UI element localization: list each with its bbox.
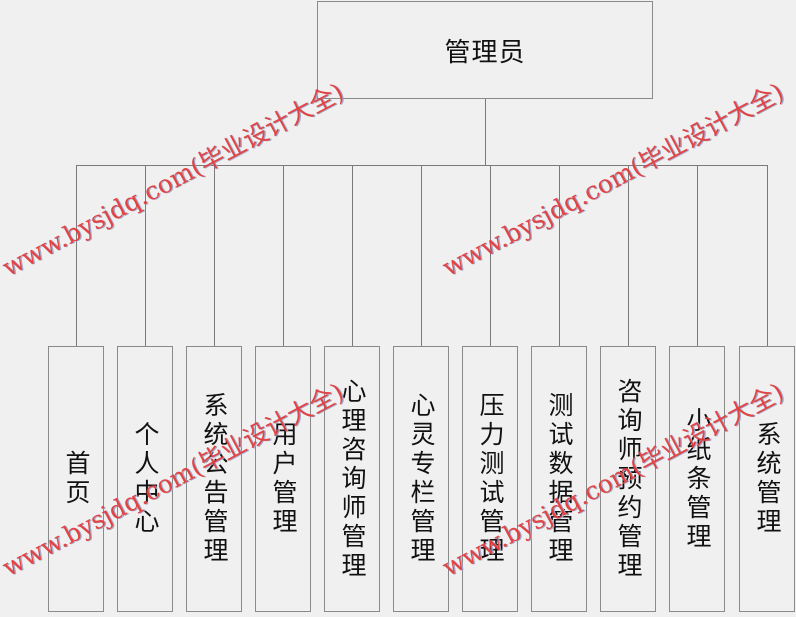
child-node-label: 系统管理: [753, 421, 782, 537]
child-node-label: 小纸条管理: [683, 406, 712, 552]
child-drop-connector: [697, 165, 698, 346]
child-node-label: 用户管理: [269, 421, 298, 537]
child-node-user-mgmt: 用户管理: [255, 346, 311, 612]
watermark-text: www.bysjdq.com(毕业设计大全): [0, 77, 349, 283]
child-drop-connector: [767, 165, 768, 346]
root-stem-connector: [485, 99, 486, 165]
child-node-column-mgmt: 心灵专栏管理: [393, 346, 449, 612]
child-drop-connector: [283, 165, 284, 346]
child-node-system-mgmt: 系统管理: [739, 346, 795, 612]
watermark-text: www.bysjdq.com(毕业设计大全): [437, 77, 789, 283]
child-node-announcement-mgmt: 系统公告管理: [186, 346, 242, 612]
horizontal-bus-connector: [76, 165, 768, 166]
child-drop-connector: [76, 165, 77, 346]
child-node-label: 个人中心: [131, 421, 160, 537]
child-node-label: 系统公告管理: [200, 392, 229, 566]
child-node-personal-center: 个人中心: [117, 346, 173, 612]
child-drop-connector: [352, 165, 353, 346]
child-node-appointment-mgmt: 咨询师预约管理: [600, 346, 656, 612]
child-node-test-data-mgmt: 测试数据管理: [531, 346, 587, 612]
child-drop-connector: [421, 165, 422, 346]
child-drop-connector: [145, 165, 146, 346]
child-node-label: 心灵专栏管理: [407, 392, 436, 566]
child-node-stress-test-mgmt: 压力测试管理: [462, 346, 518, 612]
child-drop-connector: [559, 165, 560, 346]
child-node-label: 咨询师预约管理: [614, 377, 643, 581]
child-node-label: 压力测试管理: [476, 392, 505, 566]
child-drop-connector: [214, 165, 215, 346]
child-node-note-mgmt: 小纸条管理: [669, 346, 725, 612]
child-node-label: 测试数据管理: [545, 392, 574, 566]
child-node-label: 心理咨询师管理: [338, 377, 367, 581]
child-node-home: 首页: [48, 346, 104, 612]
child-drop-connector: [490, 165, 491, 346]
child-node-counselor-mgmt: 心理咨询师管理: [324, 346, 380, 612]
child-drop-connector: [628, 165, 629, 346]
root-node-admin: 管理员: [317, 1, 653, 99]
root-node-label: 管理员: [444, 37, 526, 68]
child-node-label: 首页: [62, 450, 91, 508]
